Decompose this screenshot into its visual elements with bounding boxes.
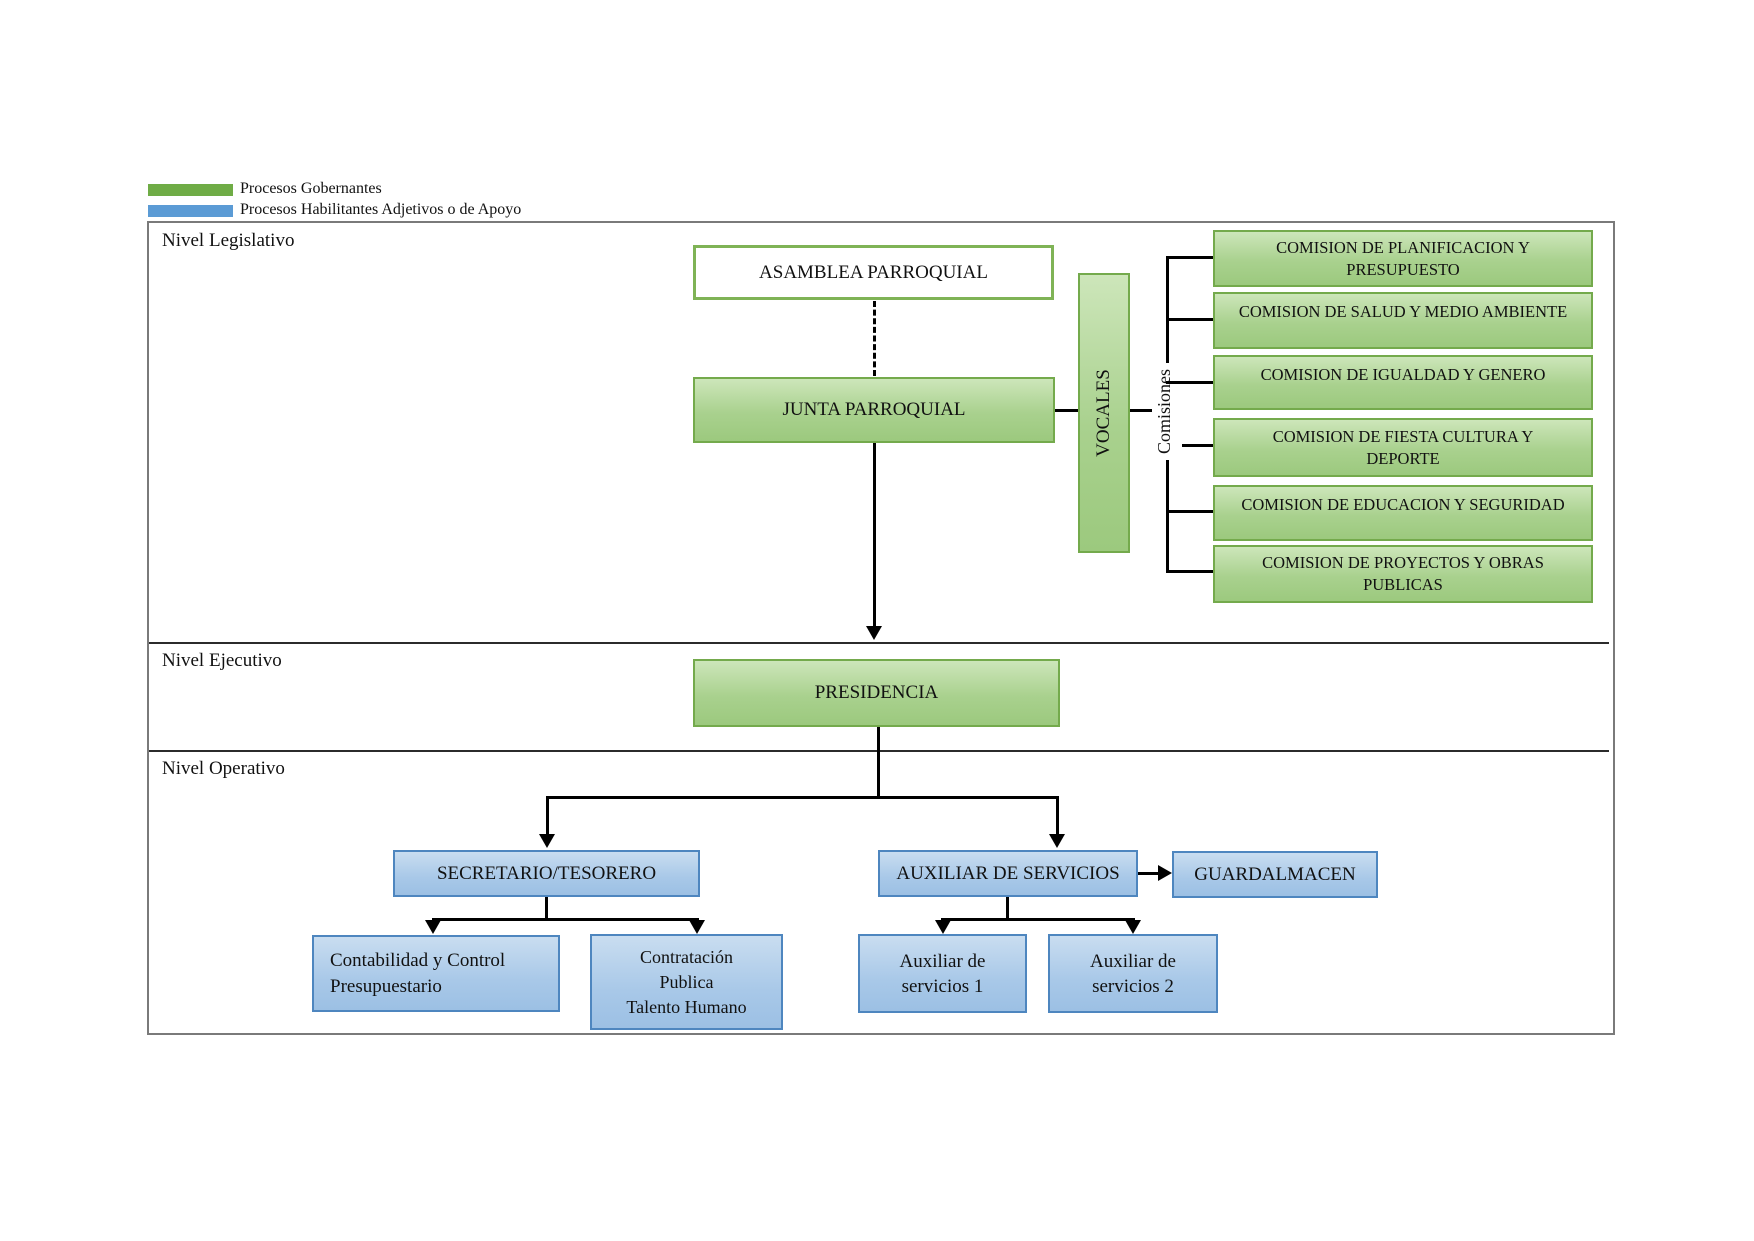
arrowhead-secretario <box>539 834 555 848</box>
node-vocales: VOCALES <box>1078 273 1130 553</box>
connector-auxiliar-guardalmacen <box>1138 872 1160 875</box>
connector-secretario-stub <box>545 897 548 921</box>
connector-branch-comision-4 <box>1182 444 1213 447</box>
connector-asamblea-junta-dashed <box>873 301 876 376</box>
connector-junta-vocales <box>1055 409 1078 412</box>
commission-box-salud: COMISION DE SALUD Y MEDIO AMBIENTE <box>1213 292 1593 349</box>
connector-branch-comision-3 <box>1166 381 1213 384</box>
node-guardalmacen: GUARDALMACEN <box>1172 851 1378 898</box>
connector-secretario-split <box>432 918 699 921</box>
node-contratacion: Contratación Publica Talento Humano <box>590 934 783 1030</box>
connector-vocales-comisiones <box>1130 409 1152 412</box>
connector-junta-presidencia <box>873 443 876 628</box>
connector-auxiliar-stub <box>1006 897 1009 921</box>
legend-label-procesos-habilitantes: Procesos Habilitantes Adjetivos o de Apo… <box>240 201 522 218</box>
connector-comisiones-spine-bottom <box>1166 460 1169 573</box>
node-contabilidad: Contabilidad y Control Presupuestario <box>312 935 560 1012</box>
arrowhead-contabilidad <box>425 920 441 934</box>
connector-comisiones-spine-top <box>1166 256 1169 363</box>
divider-nivel-ejecutivo <box>149 642 1609 644</box>
connector-to-auxiliar <box>1056 796 1059 836</box>
connector-branch-comision-1 <box>1166 256 1213 259</box>
connector-branch-comision-5 <box>1166 510 1213 513</box>
section-label-ejecutivo: Nivel Ejecutivo <box>162 650 282 671</box>
connector-branch-comision-2 <box>1166 318 1213 321</box>
chart-frame <box>147 221 1615 1035</box>
connector-branch-comision-6 <box>1166 570 1213 573</box>
commission-box-fiesta: COMISION DE FIESTA CULTURA Y DEPORTE <box>1213 418 1593 477</box>
node-auxiliar-de-servicios: AUXILIAR DE SERVICIOS <box>878 850 1138 897</box>
arrowhead-auxiliar1 <box>935 920 951 934</box>
node-auxiliar-servicios-2: Auxiliar de servicios 2 <box>1048 934 1218 1013</box>
section-label-legislativo: Nivel Legislativo <box>162 230 295 251</box>
arrowhead-guardalmacen <box>1158 865 1172 881</box>
arrowhead-auxiliar <box>1049 834 1065 848</box>
legend-swatch-procesos-habilitantes <box>148 205 233 217</box>
connector-auxiliar-split <box>941 918 1135 921</box>
commission-box-igualdad: COMISION DE IGUALDAD Y GENERO <box>1213 355 1593 410</box>
commission-box-educacion: COMISION DE EDUCACION Y SEGURIDAD <box>1213 485 1593 541</box>
node-auxiliar-servicios-1: Auxiliar de servicios 1 <box>858 934 1027 1013</box>
comisiones-rotated-label: Comisiones <box>1153 368 1174 454</box>
arrowhead-auxiliar2 <box>1125 920 1141 934</box>
arrowhead-contratacion <box>689 920 705 934</box>
section-label-operativo: Nivel Operativo <box>162 758 285 779</box>
node-junta-parroquial: JUNTA PARROQUIAL <box>693 377 1055 443</box>
legend-label-procesos-gobernantes: Procesos Gobernantes <box>240 180 382 197</box>
connector-to-secretario <box>546 796 549 836</box>
connector-presidencia-stub <box>877 727 880 799</box>
connector-presidencia-split <box>546 796 1059 799</box>
commission-box-proyectos: COMISION DE PROYECTOS Y OBRAS PUBLICAS <box>1213 545 1593 603</box>
commission-box-planificacion: COMISION DE PLANIFICACION Y PRESUPUESTO <box>1213 230 1593 287</box>
legend-swatch-procesos-gobernantes <box>148 184 233 196</box>
node-asamblea-parroquial: ASAMBLEA PARROQUIAL <box>693 245 1054 300</box>
node-secretario-tesorero: SECRETARIO/TESORERO <box>393 850 700 897</box>
node-presidencia: PRESIDENCIA <box>693 659 1060 727</box>
arrowhead-presidencia <box>866 626 882 640</box>
